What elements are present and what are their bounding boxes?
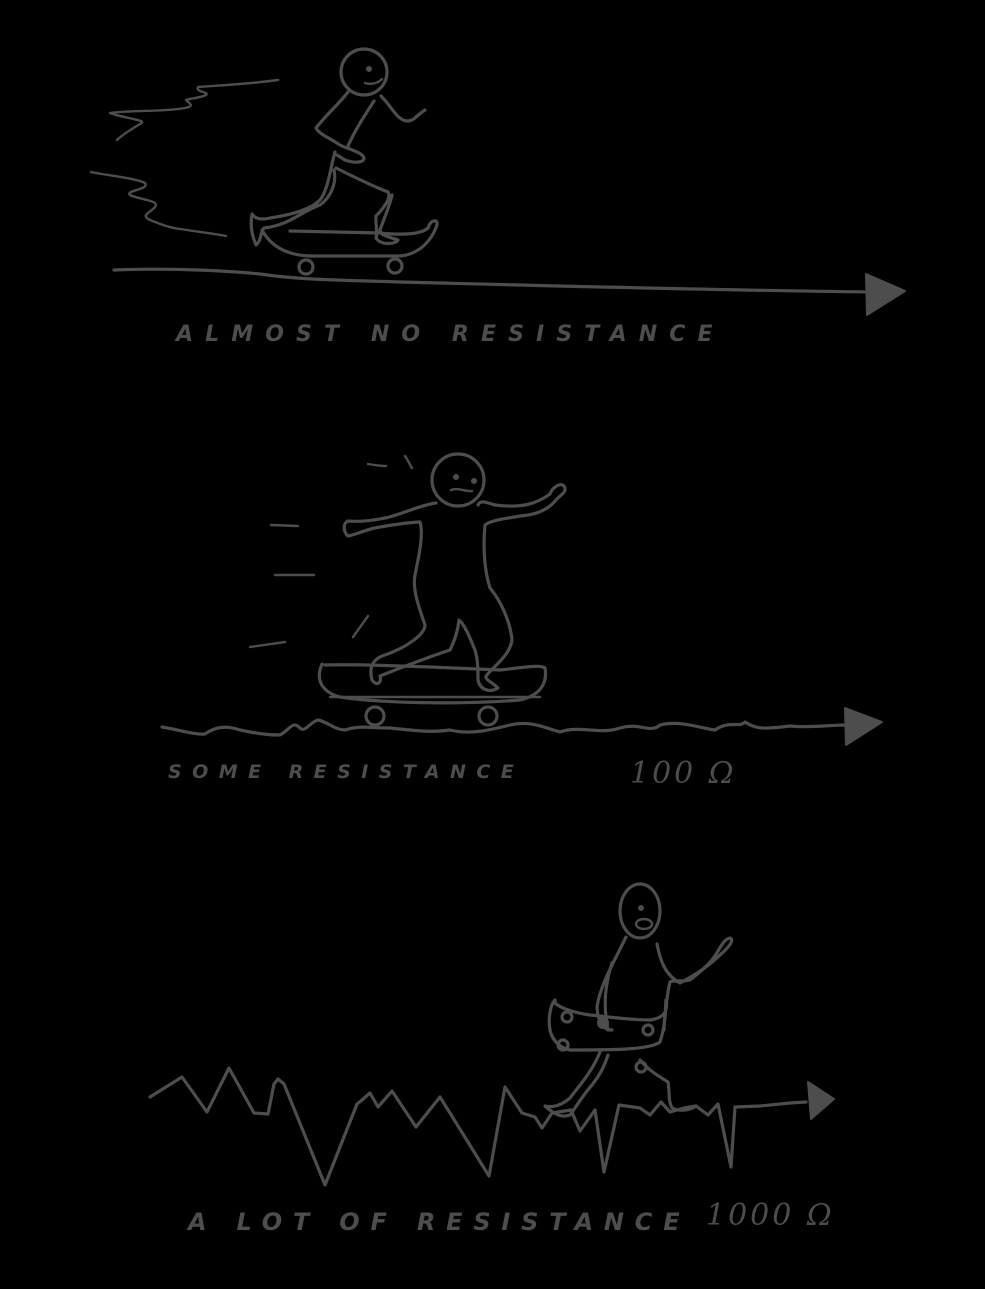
head-icon bbox=[339, 47, 389, 97]
eye-icon bbox=[638, 905, 644, 911]
arrowhead-icon bbox=[844, 707, 883, 746]
stick-figure-body bbox=[249, 90, 427, 247]
shocked-mouth-icon bbox=[634, 917, 654, 931]
ground-line-bumpy bbox=[160, 718, 848, 737]
eye-icon bbox=[453, 474, 459, 480]
eye-icon bbox=[471, 478, 477, 484]
caption-medium-resistance: SOME RESISTANCE bbox=[168, 761, 525, 783]
caption-high-resistance: A LOT OF RESISTANCE bbox=[188, 1208, 691, 1236]
skateboard-wheel-icon bbox=[386, 257, 404, 275]
caption-low-resistance: ALMOST NO RESISTANCE bbox=[176, 322, 725, 347]
wind-line-icon bbox=[89, 170, 228, 238]
skateboard-wheel-icon bbox=[641, 1023, 655, 1037]
skateboard-wheel-icon bbox=[364, 705, 386, 727]
resistance-value-1000-ohm: 1000 Ω bbox=[706, 1198, 835, 1233]
head-icon bbox=[618, 882, 662, 940]
worried-mouth-icon bbox=[449, 487, 474, 493]
skateboard-icon bbox=[547, 998, 669, 1052]
wind-line-icon bbox=[108, 78, 280, 142]
skateboard-wheel-icon bbox=[297, 258, 315, 276]
skateboard-wheel-icon bbox=[560, 1010, 574, 1024]
arrowhead-icon bbox=[865, 273, 906, 316]
panel-low-resistance bbox=[89, 47, 906, 316]
skateboard-icon bbox=[260, 219, 439, 258]
head-icon bbox=[430, 452, 486, 508]
motion-line-icon bbox=[366, 462, 388, 468]
stick-figure-body bbox=[342, 483, 567, 692]
panel-medium-resistance bbox=[160, 452, 883, 746]
panel-high-resistance bbox=[148, 882, 835, 1187]
resistance-value-100-ohm: 100 Ω bbox=[630, 756, 737, 791]
skateboard-wheel-icon bbox=[477, 705, 499, 727]
ground-line-smooth bbox=[112, 267, 872, 294]
arrowhead-icon bbox=[807, 1081, 835, 1120]
skateboard-wheel-icon bbox=[556, 1038, 570, 1052]
skateboard-wheel-icon bbox=[634, 1060, 648, 1074]
motion-line-icon bbox=[351, 614, 370, 639]
stick-figure-body bbox=[543, 935, 734, 1118]
motion-line-icon bbox=[269, 523, 300, 528]
motion-line-icon bbox=[248, 640, 287, 649]
skateboard-wheel-icon bbox=[597, 1017, 609, 1029]
ground-line-jagged bbox=[148, 1066, 808, 1187]
smile-icon bbox=[363, 77, 384, 85]
motion-line-icon bbox=[403, 454, 414, 470]
eye-icon bbox=[366, 66, 372, 72]
